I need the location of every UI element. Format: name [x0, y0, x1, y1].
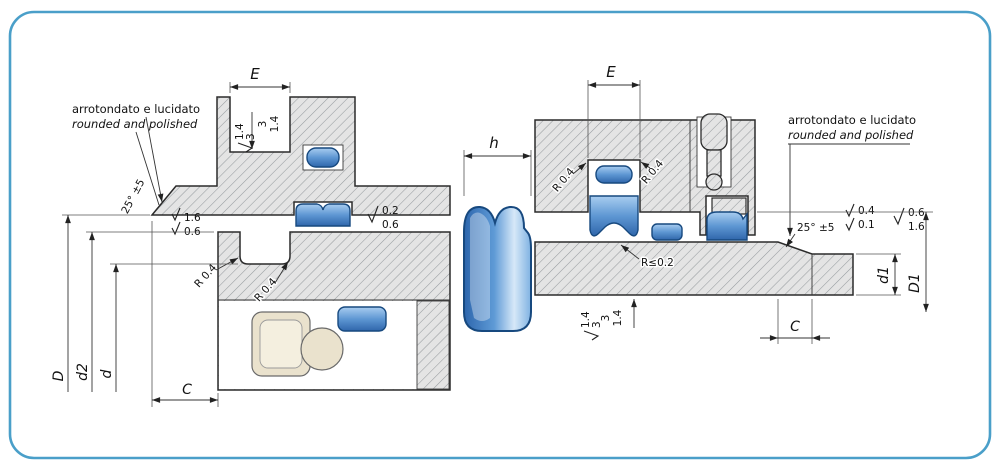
roughness-value: 1.4 [612, 309, 624, 326]
roughness-value: 1.4 [580, 311, 592, 328]
dim-label-E: E [606, 63, 616, 81]
backup-ring [651, 223, 683, 241]
radius-max-label: R≤0.2 [641, 257, 674, 269]
note-italian: arrotondato e lucidato [72, 102, 200, 116]
bearing-inner [259, 319, 303, 369]
dim-label-h: h [489, 134, 499, 152]
seal-profile [463, 205, 532, 332]
note-italian: arrotondato e lucidato [788, 113, 916, 127]
fitting-cap [700, 113, 728, 151]
note-english: rounded and polished [788, 128, 914, 142]
roughness-value: 0.6 [382, 219, 399, 231]
leader-line [135, 131, 160, 206]
roughness-value: 0.2 [382, 205, 399, 217]
leader-line [640, 161, 651, 169]
leader-line [572, 162, 587, 175]
roughness-tick-icon [893, 207, 905, 226]
guide-ring [337, 306, 387, 332]
rod-section [534, 241, 854, 296]
roughness-value: 3 [245, 133, 257, 140]
oring-seal [306, 147, 340, 168]
roughness-symbol: 1.4 3 [234, 123, 257, 153]
fitting-tip [705, 173, 723, 191]
roughness-value: 0.6 [908, 207, 925, 219]
bearing-ball [300, 327, 344, 371]
roughness-value: 3 [257, 121, 269, 128]
wiper-seal [706, 211, 748, 241]
hatched-insert [416, 300, 450, 390]
roughness-tick-icon [367, 205, 379, 224]
roughness-value: 0.1 [858, 219, 875, 231]
roughness-value: 3 [591, 321, 603, 328]
backup-element [595, 165, 633, 184]
roughness-value: 1.6 [184, 212, 201, 224]
seal-profile-figure: h [463, 134, 532, 332]
roughness-value: 1.4 [234, 123, 246, 140]
leader-line [785, 233, 796, 248]
roughness-value: 0.4 [858, 205, 875, 217]
note-english: rounded and polished [72, 117, 198, 131]
roughness-value: 1.4 [269, 115, 281, 132]
roughness-tick-icon [583, 330, 600, 341]
left-upper-housing-section [150, 96, 451, 216]
right-figure: E R 0.4 R 0.4 arrotondato e lucidato rou… [534, 63, 933, 344]
roughness-tick-icon [171, 207, 181, 222]
dim-label-d1: d1 [876, 266, 892, 284]
roughness-value: 1.6 [908, 221, 925, 233]
dim-label-d: d [99, 369, 115, 378]
roughness-tick-icon [237, 142, 254, 153]
roughness-symbol: 1.4 3 [580, 311, 603, 341]
roughness-tick-icon [845, 217, 855, 232]
dim-label-D1: D1 [907, 273, 923, 293]
roughness-tick-icon [171, 221, 181, 236]
dim-label-E: E [250, 65, 260, 83]
leader-line [145, 116, 164, 203]
right-main-seal [589, 195, 639, 237]
left-main-seal [295, 203, 351, 227]
dim-label-C: C [182, 382, 192, 398]
leader-line [274, 261, 289, 284]
chamfer-angle-label: 25° ±5 [797, 222, 834, 234]
leader-line [620, 244, 640, 260]
roughness-value: 3 [600, 315, 612, 322]
dim-label-d2: d2 [75, 363, 91, 381]
dim-label-C: C [790, 319, 800, 335]
seal-highlight [470, 212, 490, 321]
fitting-stem [706, 149, 722, 177]
dim-label-D: D [51, 370, 67, 381]
